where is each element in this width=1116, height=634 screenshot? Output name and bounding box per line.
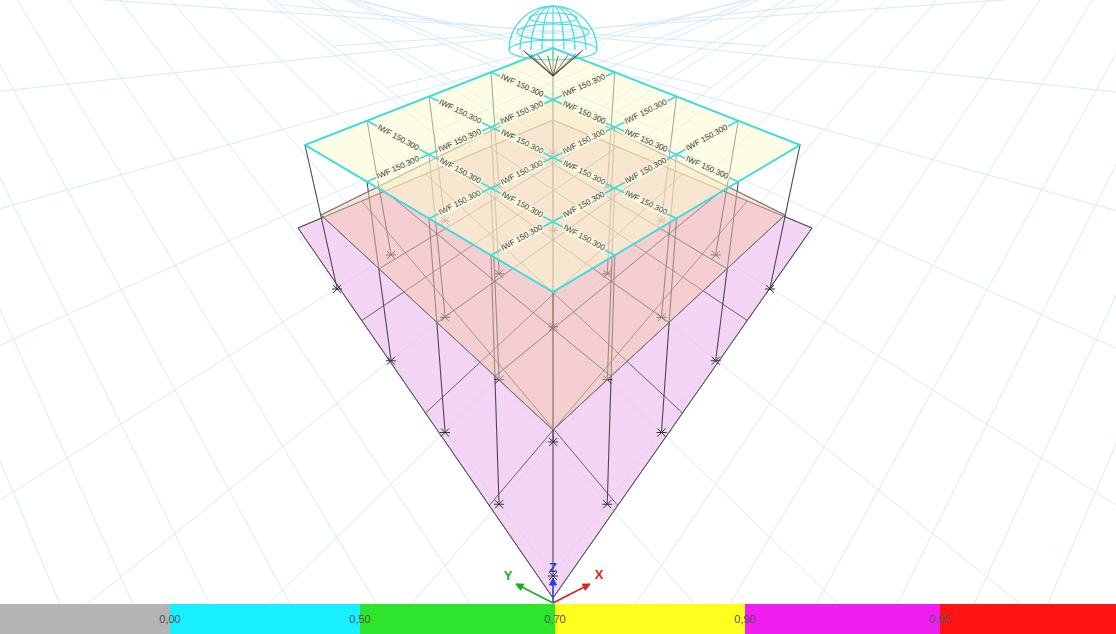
section-label: IWF 150.300 <box>684 123 730 153</box>
section-label: IWF 150.300 <box>560 73 607 100</box>
roof-slab <box>305 48 800 292</box>
roof-beam <box>305 48 553 145</box>
section-label: IWF 150.300 <box>499 128 545 156</box>
dome <box>509 6 597 76</box>
scale-segment <box>745 604 940 634</box>
scale-segment <box>360 604 555 634</box>
section-label: IWF 150.300 <box>622 98 668 126</box>
support-symbol <box>765 285 775 293</box>
axis-line <box>553 584 590 603</box>
ground-grid <box>0 0 1116 604</box>
section-label: IWF 150.300 <box>498 100 545 127</box>
grid-line <box>12 0 1095 604</box>
grid-line <box>119 0 1116 604</box>
support-symbol <box>657 429 667 437</box>
section-label: IWF 150.300 <box>623 156 669 186</box>
axis-arrowhead <box>516 584 524 590</box>
dome-strut <box>553 55 568 76</box>
axis-triad <box>516 578 590 603</box>
section-label: IWF 150.300 <box>622 189 668 217</box>
support-symbol <box>440 429 450 437</box>
support-symbol <box>548 438 558 446</box>
dome-strut <box>553 50 583 76</box>
support-symbol <box>711 357 721 365</box>
scale-value: 0,95 <box>929 614 950 625</box>
columns <box>305 48 800 575</box>
section-label: IWF 150.300 <box>561 224 607 254</box>
section-label: IWF 150.300 <box>561 190 607 220</box>
section-label: IWF 150.300 <box>499 159 545 187</box>
dome-strut <box>523 50 553 76</box>
scale-value: 0,00 <box>159 614 180 625</box>
section-label: IWF 150.300 <box>684 155 731 182</box>
section-label: IWF 150.300 <box>560 128 606 156</box>
grid-line <box>0 0 1040 604</box>
dome-strut <box>553 54 576 76</box>
axis-label: Z <box>549 561 557 574</box>
section-label: IWF 150.300 <box>436 127 483 154</box>
grid-line <box>12 0 1095 604</box>
section-label: IWF 150.300 <box>560 159 606 187</box>
grid-line <box>280 0 1116 604</box>
axis-arrowhead <box>550 578 557 585</box>
section-label: IWF 150.300 <box>437 156 483 186</box>
section-label: IWF 150.300 <box>560 100 607 127</box>
support-symbol <box>494 500 504 508</box>
grid-line <box>280 5 1116 119</box>
scale-segment <box>555 604 745 634</box>
section-label: IWF 150.300 <box>374 155 421 182</box>
grid-line <box>0 0 876 604</box>
scale-value: 0,70 <box>544 614 565 625</box>
support-symbol <box>386 357 396 365</box>
section-label: IWF 150.300 <box>437 189 483 217</box>
grid-line <box>0 0 930 604</box>
scale-segment <box>0 604 170 634</box>
scale-value: 0,50 <box>349 614 370 625</box>
section-label: IWF 150.300 <box>499 190 545 220</box>
section-label: IWF 150.300 <box>437 98 483 126</box>
support-symbol <box>332 285 342 293</box>
dome-strut <box>553 52 581 76</box>
scale-segment <box>940 604 1116 634</box>
scale-value: 0,90 <box>734 614 755 625</box>
section-label: IWF 150.300 <box>375 123 421 153</box>
grid-line <box>0 0 985 604</box>
roof-beam <box>553 48 800 145</box>
axis-label: X <box>595 568 604 581</box>
grid-line <box>494 0 1116 171</box>
dome-rib <box>552 6 553 60</box>
axis-line <box>516 584 553 603</box>
axis-arrowhead <box>582 584 590 590</box>
axis-label: Y <box>504 569 513 582</box>
support-symbol <box>602 500 612 508</box>
roof-beam <box>429 97 677 219</box>
color-scale <box>0 604 1116 634</box>
dome-strut <box>553 56 558 76</box>
grid-line <box>226 0 1116 604</box>
grid-line <box>66 0 1116 604</box>
grid-line <box>66 0 1116 604</box>
scale-segment <box>170 604 360 634</box>
section-label: IWF 150.300 <box>499 224 545 254</box>
section-label: IWF 150.300 <box>498 73 545 100</box>
roof-beam <box>429 97 677 219</box>
section-label: IWF 150.300 <box>622 127 669 154</box>
slab-area <box>305 48 800 292</box>
dome-strut <box>548 56 553 76</box>
grid-line <box>0 0 1040 604</box>
